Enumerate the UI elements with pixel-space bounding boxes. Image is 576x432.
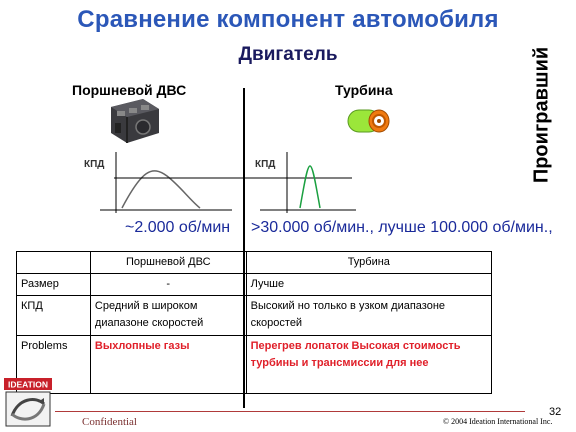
slide-subtitle: Двигатель xyxy=(238,44,338,65)
slide-title: Сравнение компонент автомобиля xyxy=(77,6,499,33)
table-cell: КПД xyxy=(16,295,91,336)
table-cell: Выхлопные газы xyxy=(89,335,247,394)
table-header-cell xyxy=(16,251,91,274)
table-row: Размер - Лучше xyxy=(16,273,493,296)
table-row: Problems Выхлопные газы Перегрев лопаток… xyxy=(16,335,493,394)
kpd-label-right: КПД xyxy=(255,159,276,170)
copyright-text: © 2004 Ideation International Inc. xyxy=(443,417,553,426)
comparison-table: Поршневой ДВС Турбина Размер - Лучше КПД… xyxy=(16,251,493,394)
turbine-icon xyxy=(347,109,390,133)
page-number: 32 xyxy=(549,406,562,418)
right-heading: Турбина xyxy=(335,82,393,98)
left-efficiency-curve xyxy=(121,170,201,209)
table-cell: Перегрев лопаток Высокая стоимость турби… xyxy=(245,335,493,394)
table-cell: Лучше xyxy=(245,273,493,296)
left-heading: Поршневой ДВС xyxy=(72,82,187,98)
divider-line xyxy=(243,88,245,408)
table-cell: Средний в широком диапазоне скоростей xyxy=(89,295,247,336)
table-header-row: Поршневой ДВС Турбина xyxy=(16,251,493,274)
table-row: КПД Средний в широком диапазоне скоросте… xyxy=(16,295,493,336)
table-header-cell: Турбина xyxy=(245,251,493,274)
table-cell: Размер xyxy=(16,273,91,296)
speed-left: ~2.000 об/мин xyxy=(125,219,231,236)
ideation-logo: IDEATION xyxy=(4,378,52,427)
footer-line xyxy=(55,411,525,412)
table-header-cell: Поршневой ДВС xyxy=(89,251,247,274)
table-cell: Высокий но только в узком диапазоне скор… xyxy=(245,295,493,336)
kpd-label-left: КПД xyxy=(84,159,105,170)
engine-block-icon xyxy=(111,99,159,143)
speed-right: >30.000 об/мин., лучше 100.000 об/мин., xyxy=(251,219,553,236)
logo-text: IDEATION xyxy=(8,380,48,390)
table-cell: - xyxy=(89,273,247,296)
right-efficiency-curve xyxy=(299,165,321,209)
confidential-label: Confidential xyxy=(82,416,137,428)
